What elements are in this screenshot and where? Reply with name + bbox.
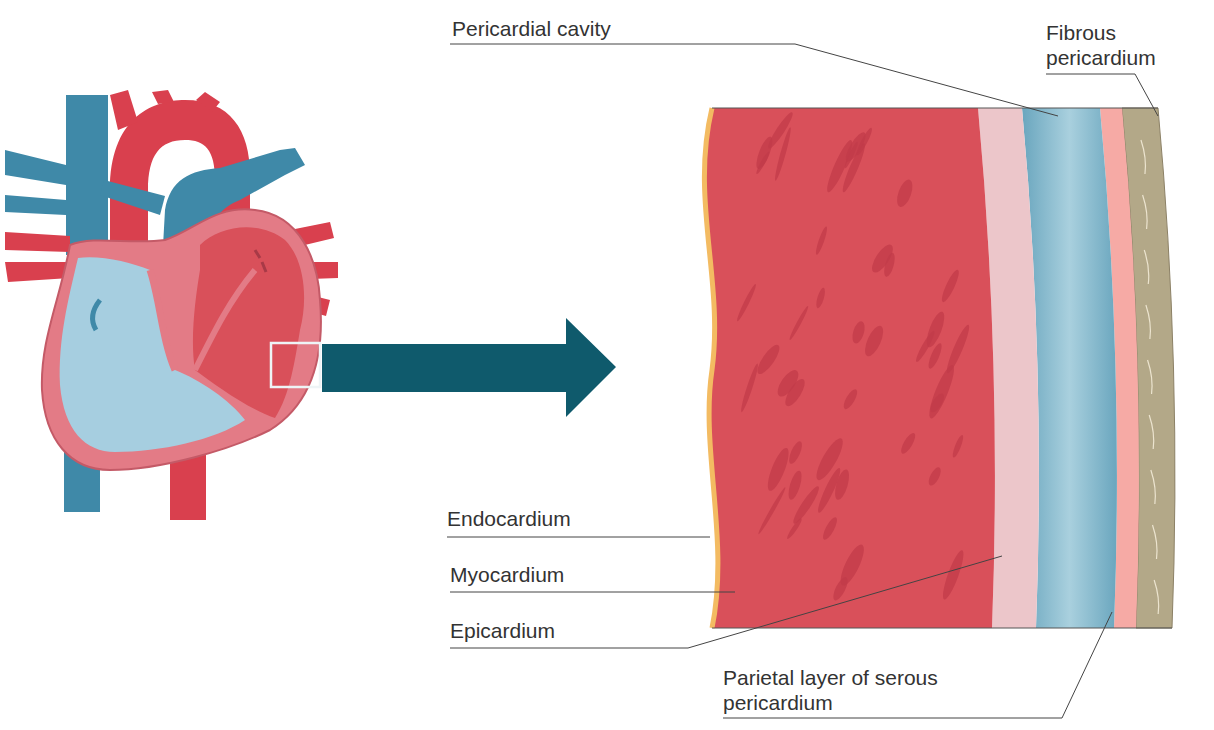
- section-edge: [712, 108, 1158, 109]
- muscle-fiber: [928, 391, 947, 414]
- muscle-fiber: [850, 320, 867, 345]
- muscle-fiber: [923, 310, 948, 350]
- muscle-fiber: [939, 548, 967, 601]
- section-edge: [712, 628, 1172, 629]
- muscle-fiber: [939, 268, 962, 304]
- endocardium-layer: [704, 108, 718, 628]
- leader-line: [723, 612, 1112, 718]
- muscle-fiber: [787, 440, 805, 466]
- fiber-stroke: [1141, 140, 1146, 174]
- zoom-box: [271, 343, 320, 387]
- fiber-stroke: [1153, 525, 1158, 559]
- muscle-fiber: [754, 342, 783, 377]
- muscle-fiber: [815, 466, 843, 514]
- fiber-stroke: [1149, 415, 1154, 449]
- pulmonary-veins-left: [5, 232, 70, 282]
- mitral-area: [195, 270, 255, 370]
- muscle-fiber: [925, 363, 958, 421]
- muscle-fiber: [868, 242, 897, 276]
- muscle-fiber: [815, 287, 827, 309]
- valve: [93, 300, 100, 330]
- part-label: Endocardium: [447, 506, 647, 531]
- fiber-stroke: [1144, 250, 1149, 284]
- part-label: Parietal layer of serous pericardium: [723, 665, 958, 715]
- valve-lines: [255, 250, 266, 272]
- heart-figure: [5, 90, 338, 520]
- muscle-fiber: [735, 283, 758, 322]
- fibrous-texture: [1141, 140, 1159, 614]
- part-label: Myocardium: [450, 562, 650, 587]
- muscle-fiber: [764, 446, 793, 493]
- part-label: Pericardial cavity: [452, 16, 752, 41]
- part-label: Epicardium: [450, 618, 650, 643]
- part-label: Fibrous pericardium: [1046, 20, 1176, 70]
- leader-line: [450, 44, 1058, 116]
- heart-outline: [42, 209, 321, 470]
- zoom-arrow: [322, 318, 616, 417]
- muscle-fiber: [951, 434, 965, 459]
- fiber-stroke: [1151, 470, 1156, 504]
- muscle-fiber: [836, 542, 868, 589]
- muscle-fiber: [944, 323, 973, 375]
- muscle-fiber: [820, 516, 839, 542]
- leader-line: [450, 556, 1002, 648]
- muscle-fiber: [841, 387, 860, 411]
- leader-lines: [447, 44, 1158, 718]
- muscle-fiber: [842, 130, 868, 164]
- myocardium-layer: [704, 108, 995, 628]
- muscle-fiber: [814, 226, 829, 256]
- muscle-fiber: [755, 151, 771, 175]
- muscle-fiber: [861, 323, 886, 359]
- fiber-stroke: [1154, 580, 1159, 614]
- left-chambers: [193, 227, 304, 418]
- muscle-fiber: [739, 363, 760, 413]
- muscle-fiber: [757, 486, 787, 535]
- muscle-fiber: [926, 466, 943, 488]
- muscle-fiber: [785, 517, 803, 540]
- fiber-stroke: [1148, 360, 1153, 394]
- muscle-fiber: [765, 110, 795, 150]
- muscle-texture: [735, 110, 972, 602]
- leader-line: [1046, 74, 1158, 116]
- fiber-stroke: [1143, 195, 1148, 229]
- muscle-fiber: [894, 178, 916, 209]
- muscle-fiber: [899, 431, 918, 456]
- left-vessels: [5, 150, 66, 215]
- fiber-stroke: [1146, 305, 1151, 339]
- superior-vena-cava: [66, 95, 108, 255]
- tricuspid-area: [150, 270, 175, 370]
- pulmonary-branch: [100, 180, 165, 215]
- heart-wall-section: [704, 108, 1175, 628]
- muscle-fiber: [774, 367, 803, 400]
- muscle-fiber: [788, 305, 810, 341]
- leader-line: [447, 537, 710, 538]
- muscle-fiber: [786, 469, 804, 501]
- leader-line: [450, 592, 735, 593]
- aortic-branches: [110, 90, 220, 130]
